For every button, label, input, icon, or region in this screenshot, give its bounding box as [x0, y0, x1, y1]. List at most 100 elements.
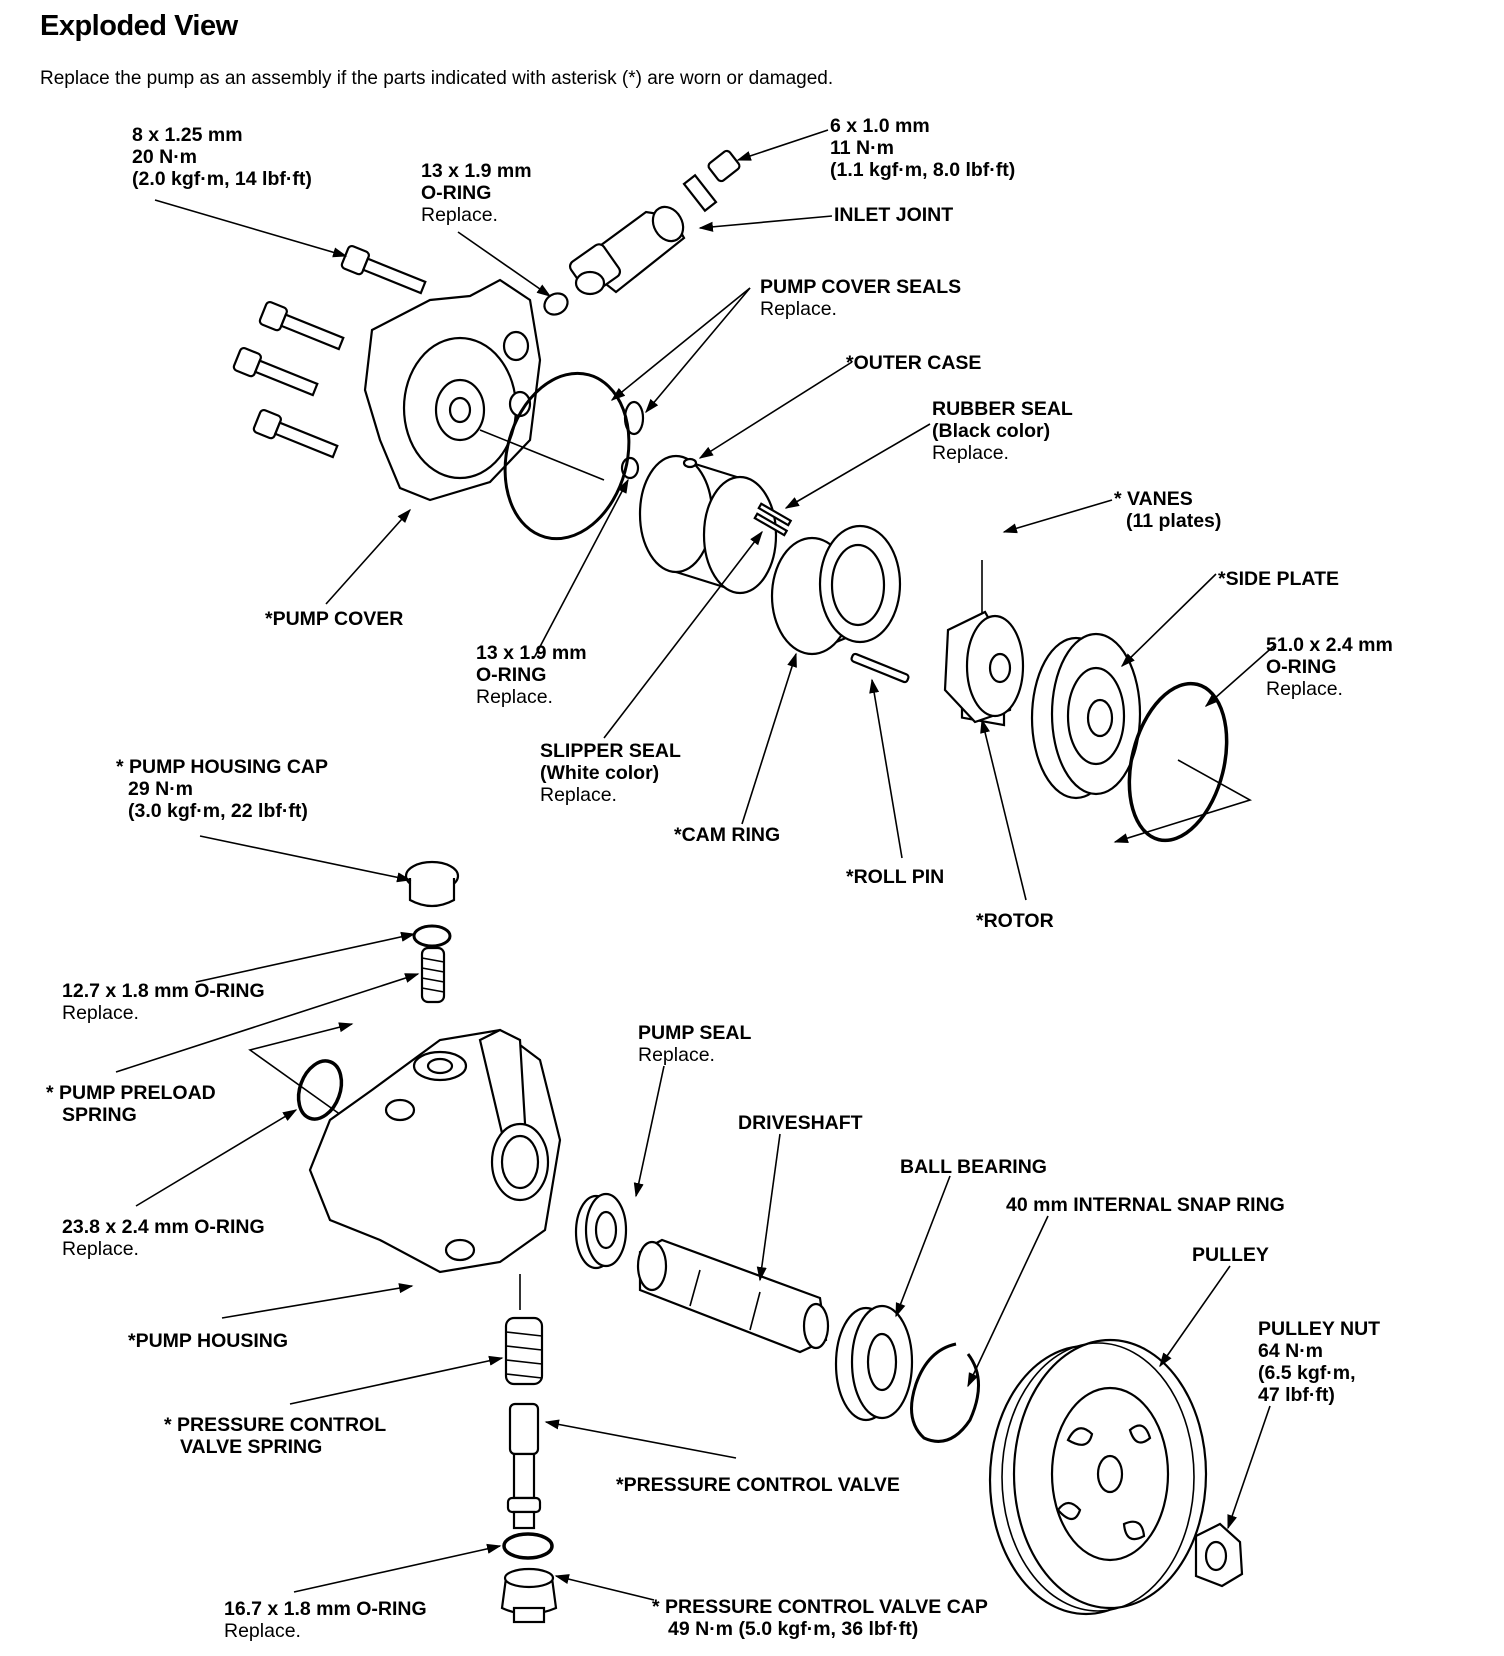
cover-bolts [232, 244, 427, 459]
label-oring-16-7-note: Replace. [224, 1620, 301, 1642]
label-oring-51-size: 51.0 x 2.4 mm [1266, 634, 1393, 656]
pcv-spring [504, 1316, 544, 1386]
label-ball-bearing-name: BALL BEARING [900, 1156, 1047, 1178]
pump-housing [308, 1028, 562, 1310]
label-pump-seal: PUMP SEAL Replace. [638, 1022, 751, 1066]
roll-pin [850, 652, 910, 684]
label-rubber-seal-name: RUBBER SEAL [932, 398, 1073, 420]
label-pulley-nut-torque: 64 N·m [1258, 1340, 1324, 1362]
rubber-slipper-seals [753, 502, 793, 537]
label-oring-13-top-note: Replace. [421, 204, 498, 226]
label-oring-13-top-name: O-RING [421, 182, 492, 204]
label-pump-housing-name: *PUMP HOUSING [128, 1330, 288, 1352]
label-oring-23-8-name: 23.8 x 2.4 mm O-RING [62, 1216, 265, 1238]
label-pcv-spring: * PRESSURE CONTROL VALVE SPRING [164, 1414, 386, 1458]
label-housing-cap-torque: 29 N·m [128, 778, 194, 800]
label-rubber-seal-note: Replace. [932, 442, 1009, 464]
label-cover-bolt-torque-alt: (2.0 kgf·m, 14 lbf·ft) [132, 168, 312, 190]
label-pcv-spring-name-2: VALVE SPRING [180, 1436, 323, 1458]
label-pulley-nut-torque-alt-1: (6.5 kgf·m, [1258, 1362, 1356, 1384]
label-pulley: PULLEY [1192, 1244, 1269, 1266]
pcv-cap [500, 1567, 558, 1624]
pulley-nut [1194, 1522, 1244, 1588]
page-title: Exploded View [40, 10, 238, 42]
oring-16-7 [502, 1532, 554, 1560]
cam-ring [770, 524, 902, 656]
label-oring-51: 51.0 x 2.4 mm O-RING Replace. [1266, 634, 1393, 700]
label-rotor-name: *ROTOR [976, 910, 1054, 932]
label-rotor: *ROTOR [976, 910, 1054, 932]
oring-12-7 [412, 924, 452, 948]
label-ball-bearing: BALL BEARING [900, 1156, 1047, 1178]
label-pulley-nut-name: PULLEY NUT [1258, 1318, 1381, 1340]
label-pump-cover-seals-note: Replace. [760, 298, 837, 320]
oring-51-bracket [1113, 759, 1253, 843]
label-housing-cap: * PUMP HOUSING CAP 29 N·m (3.0 kgf·m, 22… [116, 756, 328, 822]
label-oring-12-7-note: Replace. [62, 1002, 139, 1024]
label-cover-bolt-size: 8 x 1.25 mm [132, 124, 243, 146]
label-pcv-cap-torque: 49 N·m (5.0 kgf·m, 36 lbf·ft) [668, 1618, 919, 1640]
pressure-control-valve [506, 1402, 542, 1530]
inlet-bolt [682, 149, 741, 213]
label-slipper-seal-name: SLIPPER SEAL [540, 740, 681, 762]
housing-cap [404, 860, 460, 908]
label-snap-ring-name: 40 mm INTERNAL SNAP RING [1006, 1194, 1285, 1216]
label-outer-case: *OUTER CASE [846, 352, 981, 374]
label-cam-ring-name: *CAM RING [674, 824, 781, 846]
label-vanes-count: (11 plates) [1126, 510, 1222, 532]
label-oring-13-bottom: 13 x 1.9 mm O-RING Replace. [476, 642, 587, 708]
pump-cover-seal-large [503, 371, 631, 541]
label-pump-cover-name: *PUMP COVER [265, 608, 404, 630]
label-pulley-nut: PULLEY NUT 64 N·m (6.5 kgf·m, 47 lbf·ft) [1258, 1318, 1380, 1406]
label-driveshaft: DRIVESHAFT [738, 1112, 863, 1134]
oring-23-8-bracket [248, 1022, 354, 1121]
label-slipper-seal: SLIPPER SEAL (White color) Replace. [540, 740, 681, 806]
label-pump-seal-name: PUMP SEAL [638, 1022, 752, 1044]
label-slipper-seal-color: (White color) [540, 762, 660, 784]
label-oring-13-top: 13 x 1.9 mm O-RING Replace. [421, 160, 532, 226]
label-driveshaft-name: DRIVESHAFT [738, 1112, 863, 1134]
label-oring-51-note: Replace. [1266, 678, 1343, 700]
label-pcv-name: *PRESSURE CONTROL VALVE [616, 1474, 900, 1496]
label-rubber-seal-color: (Black color) [932, 420, 1051, 442]
side-plate [1030, 632, 1142, 800]
label-preload-spring: * PUMP PRELOAD SPRING [46, 1082, 216, 1126]
oring-23-8 [296, 1059, 344, 1121]
label-slipper-seal-note: Replace. [540, 784, 617, 806]
label-oring-13-top-size: 13 x 1.9 mm [421, 160, 532, 182]
label-inlet-bolt: 6 x 1.0 mm 11 N·m (1.1 kgf·m, 8.0 lbf·ft… [830, 115, 1015, 181]
label-oring-13-bottom-note: Replace. [476, 686, 553, 708]
label-oring-12-7-name: 12.7 x 1.8 mm O-RING [62, 980, 265, 1002]
label-inlet-bolt-size: 6 x 1.0 mm [830, 115, 930, 137]
label-housing-cap-torque-alt: (3.0 kgf·m, 22 lbf·ft) [128, 800, 308, 822]
pump-cover-seal-small [623, 400, 645, 436]
label-outer-case-name: *OUTER CASE [846, 352, 982, 374]
pulley [988, 1338, 1208, 1616]
label-oring-16-7-name: 16.7 x 1.8 mm O-RING [224, 1598, 427, 1620]
label-pump-cover: *PUMP COVER [265, 608, 403, 630]
label-oring-16-7: 16.7 x 1.8 mm O-RING Replace. [224, 1598, 427, 1642]
label-cover-bolt-torque: 20 N·m [132, 146, 198, 168]
oring-13-top [543, 292, 569, 316]
pump-cover [363, 278, 605, 502]
label-cover-bolt: 8 x 1.25 mm 20 N·m (2.0 kgf·m, 14 lbf·ft… [132, 124, 312, 190]
rotor [943, 610, 1025, 724]
label-vanes: * VANES (11 plates) [1114, 488, 1221, 532]
oring-51 [1127, 681, 1229, 843]
label-inlet-joint-name: INLET JOINT [834, 204, 954, 226]
label-rubber-seal: RUBBER SEAL (Black color) Replace. [932, 398, 1073, 464]
label-pcv: *PRESSURE CONTROL VALVE [616, 1474, 900, 1496]
label-oring-51-name: O-RING [1266, 656, 1337, 678]
label-inlet-bolt-torque-alt: (1.1 kgf·m, 8.0 lbf·ft) [830, 159, 1016, 181]
label-pcv-cap-name: * PRESSURE CONTROL VALVE CAP [652, 1596, 988, 1618]
inlet-joint [568, 205, 686, 296]
label-inlet-joint: INLET JOINT [834, 204, 953, 226]
label-oring-13-bottom-size: 13 x 1.9 mm [476, 642, 587, 664]
preload-spring [420, 946, 446, 1004]
ball-bearing [834, 1304, 914, 1422]
label-inlet-bolt-torque: 11 N·m [830, 137, 894, 159]
label-pump-cover-seals: PUMP COVER SEALS Replace. [760, 276, 961, 320]
label-roll-pin: *ROLL PIN [846, 866, 944, 888]
label-cam-ring: *CAM RING [674, 824, 780, 846]
outer-case [638, 454, 778, 595]
